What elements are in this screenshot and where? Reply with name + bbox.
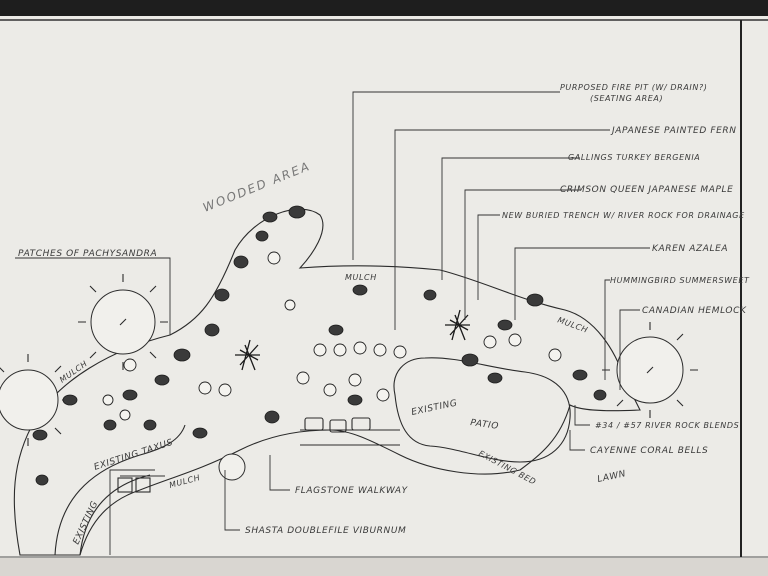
label-japanese-painted-fern: JAPANESE PAINTED FERN	[610, 126, 737, 136]
existing-patio	[393, 357, 571, 463]
tree-far-left	[0, 354, 70, 446]
label-lawn: LAWN	[597, 469, 627, 485]
viburnum-shrub	[218, 453, 246, 481]
paper-bottom-border	[0, 558, 768, 576]
label-summersweet: HUMMINGBIRD SUMMERSWEET	[610, 276, 750, 285]
label-mulch-lower: MULCH	[168, 473, 201, 490]
hemlock-tree	[602, 322, 698, 418]
tree-left-large	[78, 274, 168, 370]
label-bergenia: GALLINGS TURKEY BERGENIA	[568, 153, 700, 162]
label-existing-taxus: EXISTING TAXUS	[93, 438, 175, 473]
label-pachysandra: PATCHES OF PACHYSANDRA	[18, 249, 157, 259]
label-viburnum: SHASTA DOUBLEFILE VIBURNUM	[245, 526, 406, 536]
label-mulch-right: MULCH	[556, 315, 589, 334]
label-patio-existing: EXISTING	[411, 398, 459, 418]
label-river-rock: #34 / #57 RIVER ROCK BLENDS	[595, 421, 739, 430]
label-seating-area: (SEATING AREA)	[590, 94, 663, 103]
small-perennials	[102, 251, 562, 421]
label-canadian-hemlock: CANADIAN HEMLOCK	[642, 306, 747, 316]
taxus-markers	[117, 477, 151, 493]
right-frame	[740, 20, 742, 557]
japanese-maple-symbols	[235, 309, 470, 371]
paper-top-border	[0, 0, 768, 16]
flagstone-pavers	[304, 417, 371, 433]
leader-lines	[15, 91, 650, 555]
label-flagstone-walkway: FLAGSTONE WALKWAY	[295, 486, 409, 496]
label-drainage-trench: NEW BURIED TRENCH W/ RIVER ROCK FOR DRAI…	[502, 211, 745, 220]
label-coral-bells: CAYENNE CORAL BELLS	[590, 446, 708, 456]
planting-bed-outline	[13, 208, 641, 556]
taxus-bed-edge-inner	[79, 474, 151, 556]
label-karen-azalea: KAREN AZALEA	[652, 244, 728, 254]
label-existing-bed: EXISTING BED	[477, 449, 538, 487]
label-fire-pit: PURPOSED FIRE PIT (W/ DRAIN?)	[560, 83, 708, 92]
taxus-bed-edge	[54, 424, 186, 556]
label-mulch-center: MULCH	[345, 273, 377, 282]
boulders	[32, 205, 607, 486]
label-patio: PATIO	[470, 418, 500, 432]
label-crimson-queen-maple: CRIMSON QUEEN JAPANESE MAPLE	[560, 185, 733, 195]
